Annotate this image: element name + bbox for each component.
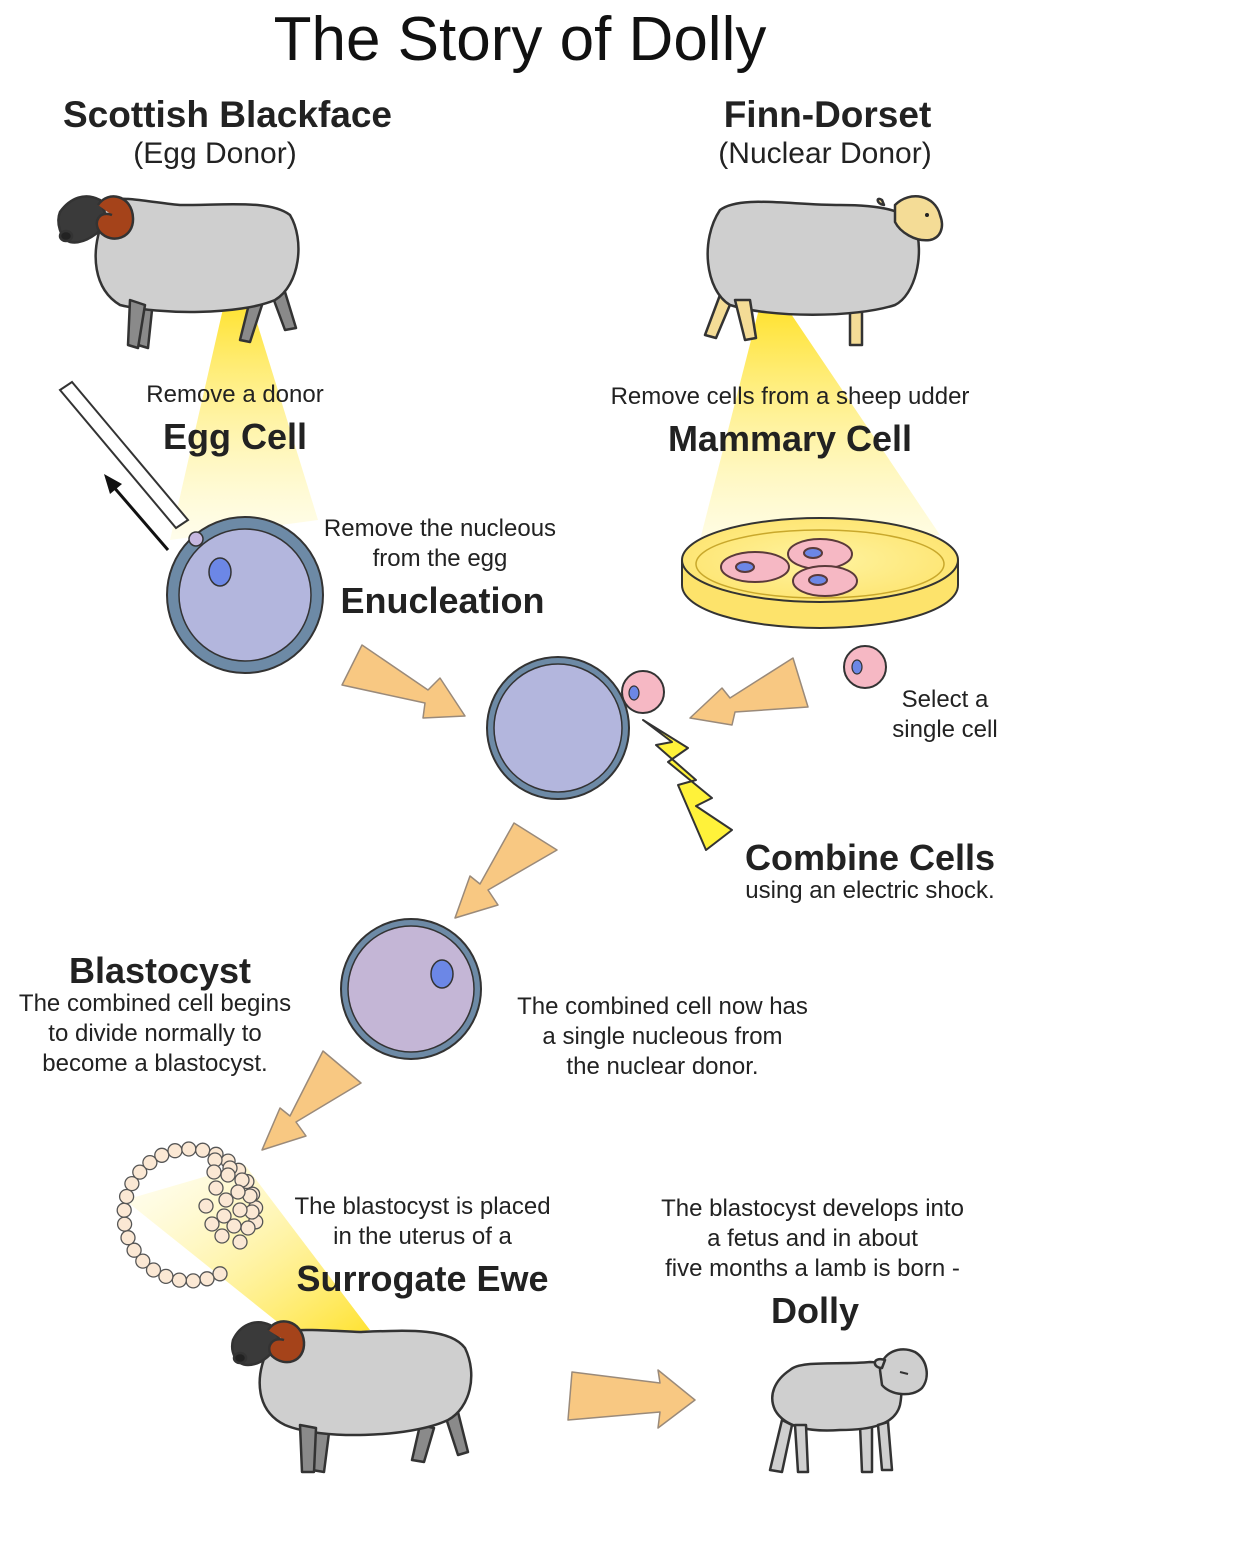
blastocyst-cell [171,1272,187,1288]
enucleated-egg-icon [486,656,630,800]
blastocyst-cell [206,1164,222,1180]
mammary-cells-icon [720,538,858,597]
surrogate-line-1: The blastocyst is placed [294,1193,551,1220]
blastocyst-label: Blastocyst [68,950,252,991]
blastocyst-cell [181,1141,197,1157]
combined-nucleus-line-2: a single nucleous from [542,1023,783,1050]
combined-cell-icon [340,918,482,1060]
blastocyst-cell [135,1253,151,1269]
blastocyst-cell [232,1202,248,1218]
blastocyst-cell [212,1266,228,1282]
donor-cell-icon [621,670,665,714]
egg-nucleus-icon [208,557,232,587]
nuclear-donor-breed: Finn-Dorset [723,94,932,135]
surrogate-ewe-icon [231,1320,473,1474]
blastocyst-cell [120,1230,136,1246]
blastocyst-cell [118,1188,135,1205]
arrow-cell-to-combine [689,657,809,726]
blastocyst-cell [132,1164,148,1180]
blastocyst-cell [198,1198,214,1214]
dolly-label: Dolly [770,1290,859,1331]
mammary-cell-label: Mammary Cell [667,418,913,459]
dolly-line-1: The blastocyst develops into [661,1195,964,1222]
single-cell-icon [843,645,887,689]
blastocyst-cell [208,1180,224,1196]
blastocyst-cell [195,1142,211,1158]
combine-cells-desc: using an electric shock. [745,877,995,904]
blastocyst-cell [124,1175,140,1192]
blastocyst-cell [232,1234,248,1250]
blastocyst-cell [240,1220,256,1236]
scottish-blackface-sheep-icon [57,195,300,350]
enucleation-line-1: Remove the nucleous [323,515,557,542]
surrogate-ewe-label: Surrogate Ewe [296,1258,549,1299]
mammary-cell-instruction: Remove cells from a sheep udder [610,383,970,410]
blastocyst-cell [199,1271,215,1287]
blastocyst-line-2: to divide normally to [48,1020,262,1047]
blastocyst-ball-icon [116,1141,264,1289]
nuclear-donor-role: (Nuclear Donor) [718,137,932,170]
blastocyst-cell [167,1143,183,1159]
dolly-line-3: five months a lamb is born - [665,1255,960,1282]
dolly-lamb-icon [768,1348,928,1474]
blastocyst-cell [142,1154,158,1171]
blastocyst-cell [218,1192,234,1208]
arrow-blastocyst-to-surrogate [261,1050,362,1151]
electric-shock-icon [642,719,733,851]
blastocyst-cell [116,1202,132,1218]
blastocyst-cell [226,1218,242,1234]
pipette-icon [58,380,190,551]
egg-beam [170,300,318,540]
enucleation-label: Enucleation [340,580,545,621]
blastocyst-cell [185,1273,201,1289]
blastocyst-cell [204,1216,220,1232]
blastocyst-line-1: The combined cell begins [18,990,292,1017]
mammary-beam [700,305,940,540]
dolly-line-2: a fetus and in about [707,1225,918,1252]
blastocyst-cell [116,1216,133,1232]
combined-nucleus-line-3: the nuclear donor. [566,1053,759,1080]
blastocyst-cell [126,1242,142,1258]
surrogate-beam [125,1165,370,1340]
arrow-enucleation-to-combine [341,644,466,719]
blastocyst-cell [154,1147,170,1163]
egg-cell-instruction: Remove a donor [146,381,324,408]
blastocyst-cell [220,1167,236,1183]
surrogate-line-2: in the uterus of a [333,1223,512,1250]
blastocyst-cell [145,1262,162,1278]
blastocyst-line-3: become a blastocyst. [42,1050,268,1077]
page-title: The Story of Dolly [273,5,767,74]
finn-dorset-sheep-icon [703,195,944,347]
blastocyst-cell [158,1268,174,1285]
petri-dish-icon [681,517,959,630]
egg-donor-role: (Egg Donor) [133,137,297,170]
egg-donor-breed: Scottish Blackface [62,94,393,135]
blastocyst-cell [214,1228,230,1244]
select-cell-line-1: Select a [901,686,989,713]
arrow-combine-to-blastocyst [454,822,558,919]
blastocyst-cell [230,1184,246,1200]
arrow-surrogate-to-dolly [567,1369,696,1429]
egg-cell-icon [166,516,324,674]
select-cell-line-2: single cell [892,716,998,743]
combined-nucleus-line-1: The combined cell now has [517,993,808,1020]
enucleation-line-2: from the egg [372,545,508,572]
process-arrows [261,644,809,1429]
egg-cell-label: Egg Cell [162,416,308,457]
combine-cells-label: Combine Cells [744,837,996,878]
blastocyst-cell [216,1208,232,1224]
